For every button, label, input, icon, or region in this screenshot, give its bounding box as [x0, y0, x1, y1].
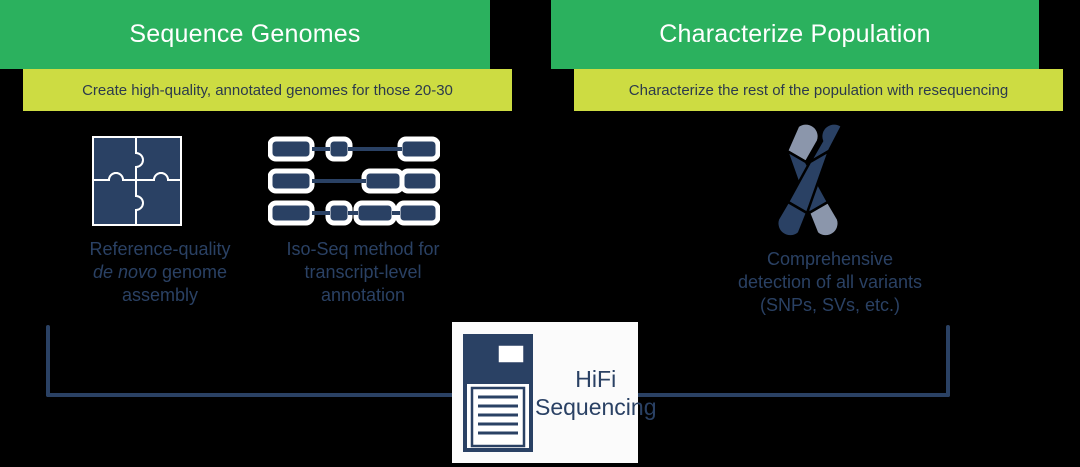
panel-header-characterize-population: Characterize Population: [551, 0, 1039, 69]
hifi-sequencing-label: HiFi Sequencing: [533, 365, 657, 421]
caption-line-1: Reference-quality: [89, 239, 231, 259]
puzzle-icon: [92, 136, 182, 226]
caption-line-1: Comprehensive: [766, 249, 894, 269]
caption-line-2: detection of all variants: [737, 272, 923, 292]
caption-line-3: annotation: [320, 285, 406, 305]
caption-line-1: Iso-Seq method for: [286, 239, 440, 259]
panel-subtitle-sequence-genomes: Create high-quality, annotated genomes f…: [23, 69, 512, 111]
caption-line-2: transcript-level: [304, 262, 422, 282]
panel-header-sequence-genomes: Sequence Genomes: [0, 0, 490, 69]
caption-variant-detection: Comprehensive detection of all variants …: [700, 248, 960, 317]
caption-isoseq-annotation: Iso-Seq method for transcript-level anno…: [258, 238, 468, 307]
bracket-right-vertical-line: [946, 325, 950, 397]
hifi-sequencing-card: HiFi Sequencing: [452, 322, 657, 463]
chromosome-icon: [776, 122, 844, 236]
caption-line-2-italic: de novo: [92, 262, 157, 282]
caption-line-2-rest: genome: [157, 262, 228, 282]
caption-reference-quality-assembly: Reference-quality de novo genome assembl…: [40, 238, 280, 307]
panel-subtitle-characterize-population: Characterize the rest of the population …: [574, 69, 1063, 111]
caption-line-3: (SNPs, SVs, etc.): [759, 295, 901, 315]
hifi-label-line-1: HiFi: [575, 365, 617, 392]
bracket-left-vertical-line: [46, 325, 50, 397]
caption-line-3: assembly: [121, 285, 199, 305]
hifi-label-line-2: Sequencing: [535, 393, 657, 420]
document-icon: [463, 333, 533, 452]
transcript-isoform-icon: [268, 136, 440, 226]
